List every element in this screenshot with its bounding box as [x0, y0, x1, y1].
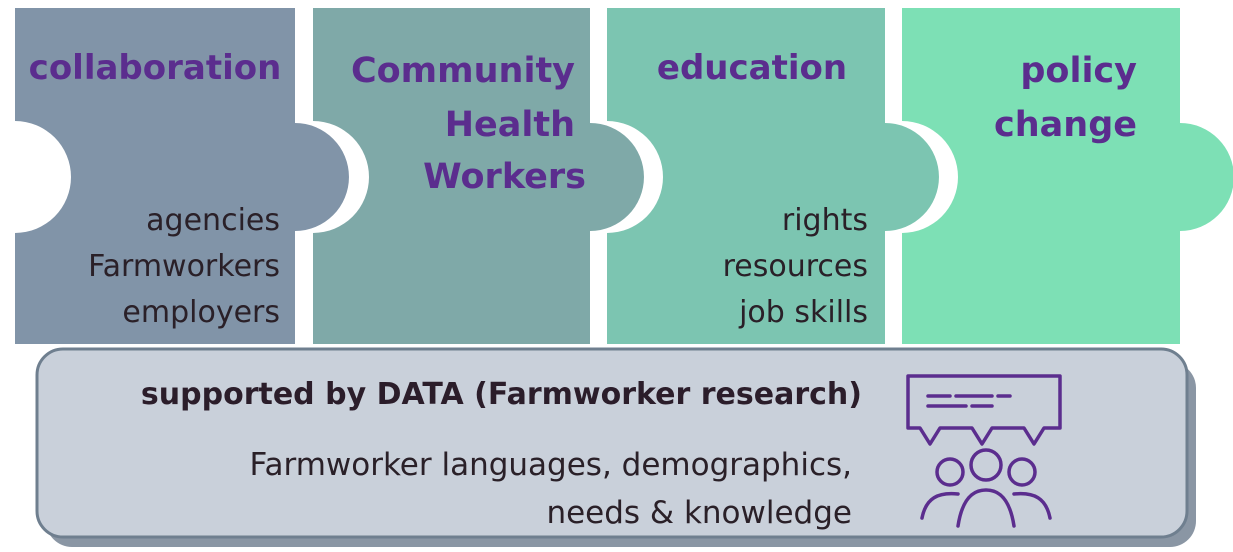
puzzle-row [15, 8, 1233, 344]
piece-education-text: education rights resources job skills [657, 48, 868, 330]
piece-title: education [657, 48, 847, 88]
puzzle-piece-policy-change [902, 8, 1233, 344]
person-head-icon [935, 457, 965, 487]
piece-chw-text: Community Health Workers [351, 51, 586, 197]
speech-bubble-icon [906, 374, 1062, 446]
piece-item: Farmworkers [88, 249, 280, 284]
person-body-icon [920, 491, 960, 520]
piece-title: policy [1020, 51, 1137, 91]
piece-title: Community [351, 51, 575, 91]
puzzle-piece-education [607, 8, 939, 344]
piece-title: Workers [423, 157, 586, 197]
piece-title: collaboration [29, 48, 282, 88]
data-panel-line: needs & knowledge [546, 495, 852, 531]
community-discussion-icon [906, 374, 1062, 528]
data-panel-box [35, 347, 1189, 539]
data-panel-line: Farmworker languages, demographics, [250, 447, 852, 483]
piece-item: rights [782, 203, 868, 238]
puzzle-piece-community-health-workers [313, 8, 644, 344]
person-head-icon [1007, 457, 1037, 487]
person-body-icon [956, 488, 1016, 528]
piece-title: Health [445, 105, 575, 145]
person-body-icon [1012, 491, 1052, 520]
piece-item: job skills [738, 295, 868, 330]
person-head-icon [969, 448, 1003, 482]
data-panel-title: supported by DATA (Farmworker research) [141, 377, 862, 412]
piece-collaboration-text: collaboration agencies Farmworkers emplo… [29, 48, 282, 330]
piece-item: resources [723, 249, 868, 284]
piece-item: agencies [146, 203, 280, 238]
piece-title: change [994, 105, 1137, 145]
data-panel: supported by DATA (Farmworker research) … [35, 347, 1196, 547]
piece-policy-text: policy change [994, 51, 1137, 145]
puzzle-piece-collaboration [15, 8, 349, 344]
piece-item: employers [122, 295, 280, 330]
